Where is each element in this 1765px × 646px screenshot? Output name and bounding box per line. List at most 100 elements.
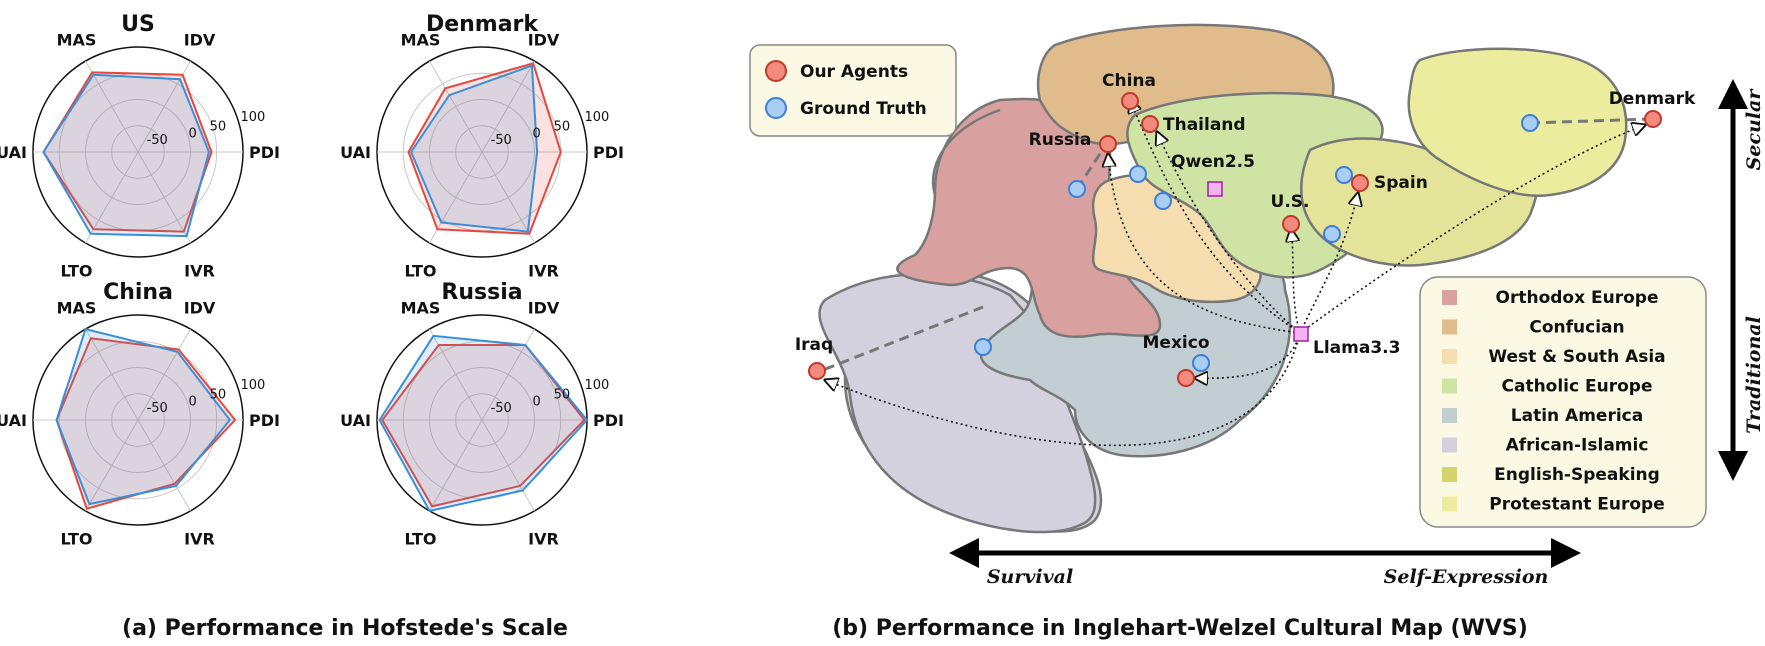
agent-russia-marker [1099,135,1117,153]
region-label-protestant-europe: Protestant Europe [1489,495,1665,515]
radar-tick-label: 50 [554,120,571,135]
radar-axis-label-idv: IDV [184,299,216,318]
label-spain: Spain [1374,173,1428,193]
region-swatch-african-islamic [1442,437,1457,453]
radar-spoke [481,60,535,153]
agent-china-marker [1121,92,1139,110]
radar-tick-label: -50 [147,401,168,416]
radar-axis-label-pdi: PDI [249,411,280,430]
radar-title: China [103,280,173,305]
region-label-confucian: Confucian [1529,318,1624,338]
legend-gt-marker [765,97,787,119]
radar-tick-label: 100 [584,378,609,393]
legend-gt-label: Ground Truth [800,99,927,119]
cultural-map: Denmark China Thailand Russia Qwen2.5 Sp… [749,23,1765,588]
radar-spoke [481,151,535,244]
radar-axis-label-idv: IDV [184,31,216,50]
radar-axis-label-idv: IDV [528,299,560,318]
qwen-marker [1207,181,1223,197]
gt-thailand-marker [1154,192,1172,210]
radar-tick-label: 100 [240,110,265,125]
region-label-catholic-europe: Catholic Europe [1502,377,1653,397]
radar-spoke [137,419,191,512]
label-llama: Llama3.3 [1313,338,1400,358]
gt-spain-marker [1335,166,1353,184]
radar-axis-label-idv: IDV [528,31,560,50]
radar-title: US [121,12,155,37]
radar-title: Denmark [426,12,539,37]
region-label-west-south-asia: West & South Asia [1488,347,1665,367]
region-label-african-islamic: African-Islamic [1506,436,1649,456]
radar-axis-label-ivr: IVR [184,530,215,549]
x-axis-right-label: Self-Expression [1384,566,1549,588]
radar-tick-label: -50 [147,133,168,148]
region-swatch-confucian [1442,319,1457,335]
gt-iraq-marker [974,338,992,356]
radar-axis-label-lto: LTO [404,530,436,549]
label-iraq: Iraq [795,335,833,355]
radar-tick-label: 50 [554,388,571,403]
radar-tick-label: 0 [188,126,196,141]
region-swatch-latin-america [1442,408,1457,423]
radar-axis-label-pdi: PDI [593,411,624,430]
region-label-orthodox-europe: Orthodox Europe [1496,288,1659,308]
agent-denmark-marker [1644,110,1662,128]
radar-axis-label-lto: LTO [404,262,436,281]
radar-axis-label-uai: UAI [0,411,27,430]
label-mexico: Mexico [1143,333,1210,353]
region-protestant-europe [1407,47,1628,198]
label-thailand: Thailand [1163,115,1246,135]
agent-us-marker [1282,215,1300,233]
llama-marker [1293,326,1309,342]
radar-axis-label-pdi: PDI [249,143,280,162]
radar-spoke [85,60,139,153]
radar-axis-label-lto: LTO [60,530,92,549]
y-axis-top-label: Secular [1743,88,1765,171]
agent-mexico-marker [1177,369,1195,387]
radar-tick-label: 0 [188,394,196,409]
gt-denmark-marker [1521,114,1539,132]
label-russia: Russia [1029,130,1092,150]
radar-spoke [85,151,139,244]
radar-tick-label: 0 [532,394,540,409]
label-china: China [1102,71,1156,91]
region-swatch-english-speaking [1442,467,1457,482]
radar-series-ground-truth [410,64,539,233]
radar-series-ground-truth [42,73,210,238]
radar-spoke [137,151,191,244]
agent-iraq-marker [808,362,826,380]
radar-tick-label: 50 [210,120,227,135]
radar-title: Russia [441,280,522,305]
radar-series-our-agents [407,62,562,235]
radar-axis-label-uai: UAI [340,143,371,162]
radar-tick-label: 100 [240,378,265,393]
radar-axis-label-ivr: IVR [528,530,559,549]
radar-series-ground-truth [55,328,231,506]
radar-axis-label-mas: MAS [57,31,97,50]
region-swatch-west-south-asia [1442,349,1457,364]
radar-axis-label-pdi: PDI [593,143,624,162]
radar-axis-label-ivr: IVR [528,262,559,281]
radar-tick-label: -50 [491,133,512,148]
radar-spoke [429,419,483,512]
radar-axis-label-lto: LTO [60,262,92,281]
radar-tick-label: 100 [584,110,609,125]
radar-spoke [481,419,535,512]
radar-tick-label: -50 [491,401,512,416]
radar-spoke [137,328,191,421]
legend-agent-label: Our Agents [800,62,908,82]
label-denmark: Denmark [1609,89,1696,109]
gt-china-marker [1129,165,1147,183]
agent-spain-marker [1351,174,1369,192]
radar-series-ground-truth [378,334,588,512]
label-us: U.S. [1271,192,1310,212]
region-label-latin-america: Latin America [1511,406,1643,426]
radar-axis-label-uai: UAI [0,143,27,162]
region-label-english-speaking: English-Speaking [1494,465,1660,485]
